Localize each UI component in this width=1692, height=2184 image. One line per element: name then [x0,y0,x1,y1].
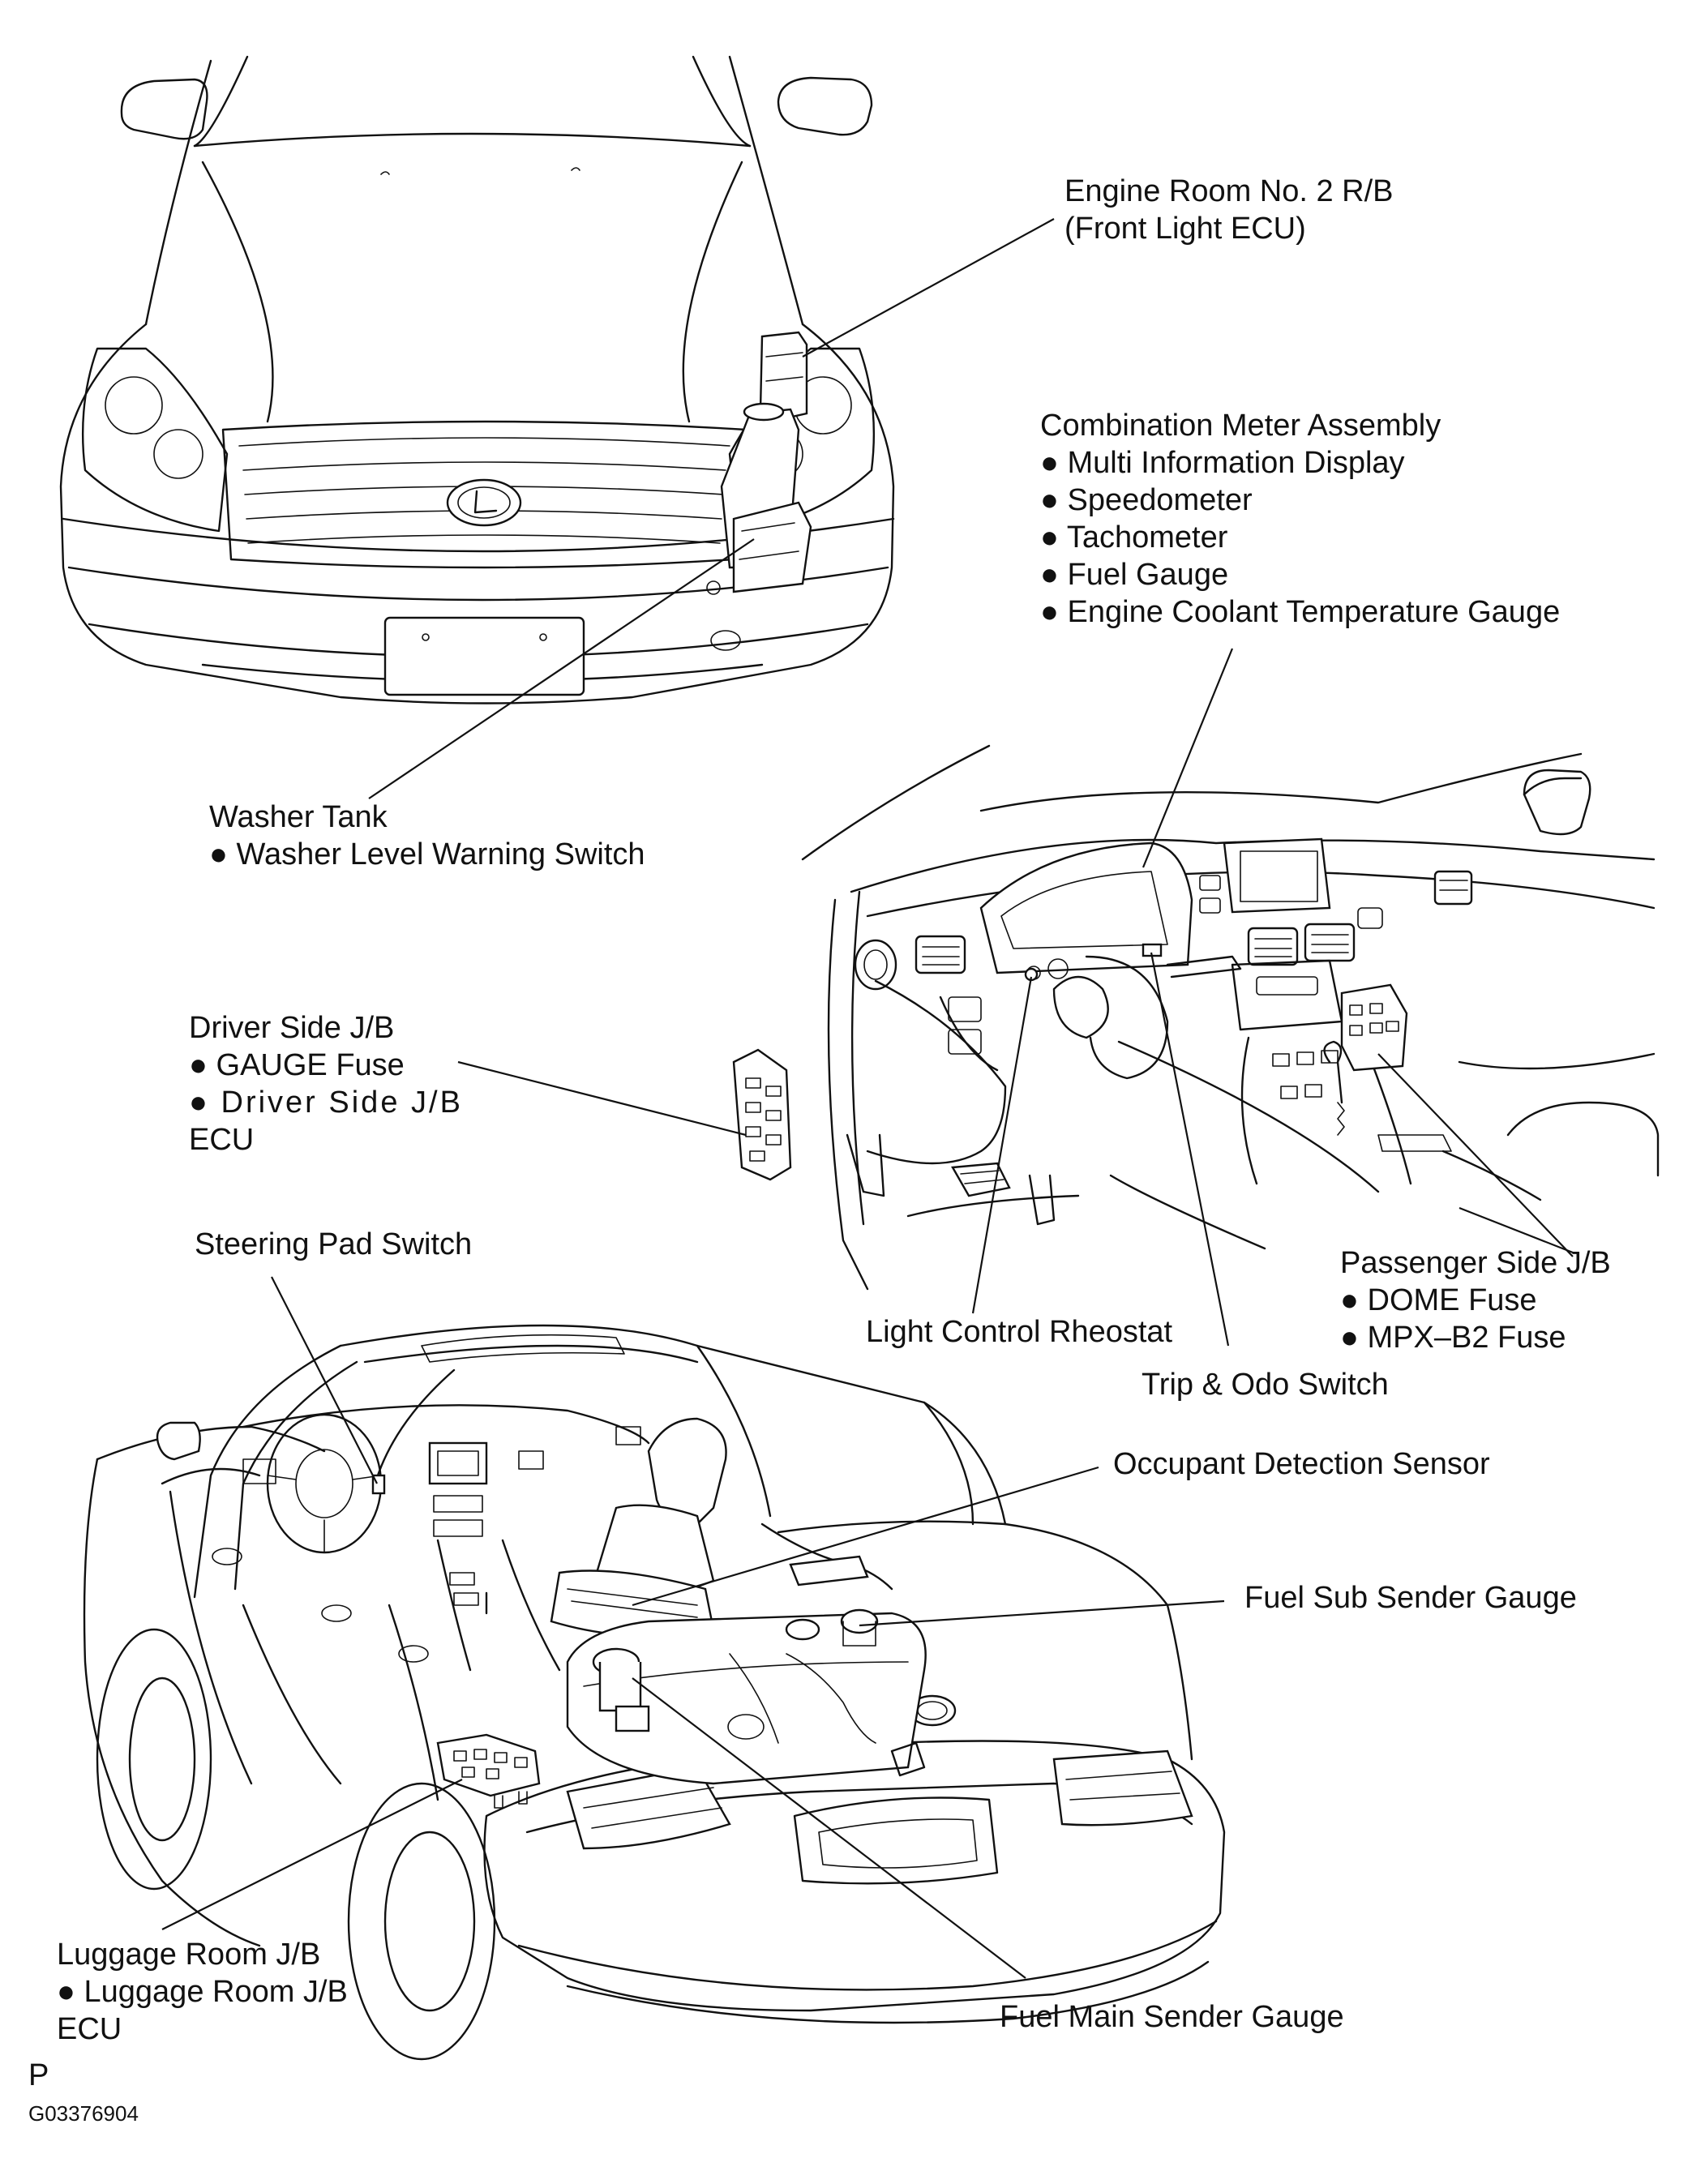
leader-passenger-jb [1377,1053,1574,1257]
leader-steering-pad [271,1276,378,1484]
label-fuel-sub-sender-gauge: Fuel Sub Sender Gauge [1244,1581,1577,1615]
leader-light-rheostat [971,976,1033,1314]
label-line: (Front Light ECU) [1064,212,1306,246]
label-fuel-main-sender-gauge: Fuel Main Sender Gauge [1000,2000,1344,2034]
leader-trip-odo [1150,952,1230,1347]
corner-letter: P [28,2058,49,2092]
label-line: ● Luggage Room J/B [57,1975,348,2009]
leader-passenger-jb-2 [1459,1206,1574,1254]
label-line: ● MPX–B2 Fuse [1340,1321,1566,1355]
leader-lines [161,218,1574,1979]
label-steering-pad-switch: Steering Pad Switch [195,1227,473,1261]
label-combination-meter: Combination Meter Assembly ● Multi Infor… [1040,407,1560,631]
label-line: ● Washer Level Warning Switch [209,837,645,871]
label-line: ● Fuel Gauge [1040,558,1229,592]
label-line: ● Engine Coolant Temperature Gauge [1040,595,1561,629]
leader-luggage-jb [161,1779,463,1930]
front-car-view [59,55,895,704]
label-trip-odo-switch: Trip & Odo Switch [1142,1368,1389,1402]
label-line: ● Driver Side J/B [189,1086,463,1120]
label-light-control-rheostat: Light Control Rheostat [866,1315,1173,1349]
label-line: ● GAUGE Fuse [189,1048,405,1082]
label-line: Engine Room No. 2 R/B [1064,174,1394,208]
label-line: ECU [57,2012,122,2046]
label-luggage-room-jb: Luggage Room J/B ● Luggage Room J/B ECU [57,1936,348,2048]
leader-driver-jb [457,1060,747,1137]
label-line: Driver Side J/B [189,1011,395,1045]
label-line: Washer Tank [209,800,388,834]
figure-code: G03376904 [28,2101,139,2126]
label-engine-room-r-b: Engine Room No. 2 R/B (Front Light ECU) [1064,173,1394,247]
rear-car-view [83,1324,1226,2061]
label-washer-tank: Washer Tank ● Washer Level Warning Switc… [209,799,645,873]
label-driver-side-jb: Driver Side J/B ● GAUGE Fuse ● Driver Si… [189,1009,463,1158]
leader-occupant-sensor [632,1466,1099,1607]
label-line: ECU [189,1123,255,1157]
dashboard-view [732,744,1660,1291]
label-line: ● Multi Information Display [1040,446,1405,480]
label-line: ● Tachometer [1040,520,1228,555]
label-line: Combination Meter Assembly [1040,409,1441,443]
leader-combination-meter [1142,648,1234,868]
label-line: Luggage Room J/B [57,1938,321,1972]
label-line: ● DOME Fuse [1340,1283,1537,1317]
leader-fuel-main [632,1677,1026,1979]
leader-washer-tank [368,538,755,799]
label-line: ● Speedometer [1040,483,1253,517]
label-line: Passenger Side J/B [1340,1246,1611,1280]
label-occupant-detection-sensor: Occupant Detection Sensor [1113,1447,1490,1481]
leader-fuel-sub [859,1599,1225,1627]
leader-engine-room [802,218,1055,358]
label-passenger-side-jb: Passenger Side J/B ● DOME Fuse ● MPX–B2 … [1340,1244,1611,1356]
